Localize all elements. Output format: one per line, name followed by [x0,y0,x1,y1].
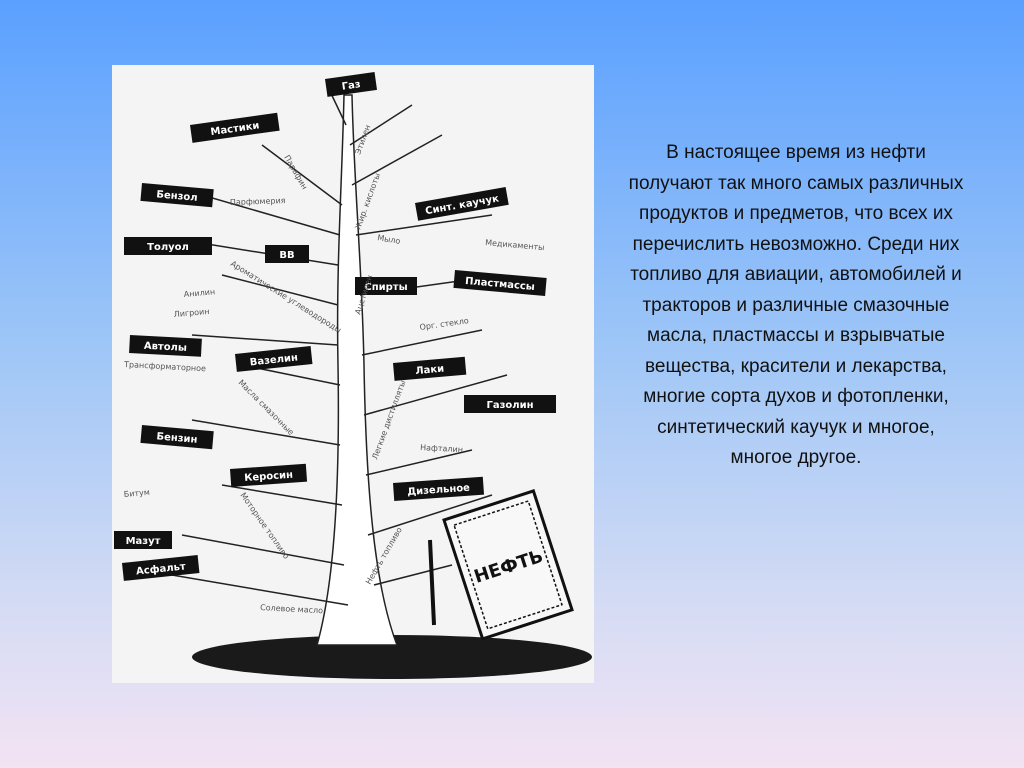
dark-label-8: Автолы [129,335,202,357]
svg-text:Толуол: Толуол [147,242,189,253]
dark-label-0: Газ [325,72,378,97]
tree-branches [171,84,508,606]
light-label-4: Мыло [377,233,402,246]
light-label-11: Трансформаторное [123,360,206,373]
svg-text:Спирты: Спирты [364,282,407,293]
dark-label-16: Асфальт [122,555,200,581]
svg-text:Вазелин: Вазелин [249,352,298,368]
dark-label-5: Синт. каучук [415,187,509,221]
light-label-13: Легкие дистилляты [370,379,407,461]
tree-drawing: Газ Мастики Бензол Толуол ВВ Синт. каучу… [114,72,592,679]
light-label-8: Ароматические углеводороды [229,259,343,335]
light-label-15: Битум [123,488,150,499]
svg-text:Керосин: Керосин [244,470,294,484]
dark-label-4: ВВ [265,245,309,263]
light-label-10: Орг. стекло [419,316,469,332]
ground-shadow [192,635,592,679]
light-label-1: Этилен [353,124,372,156]
dark-label-13: Керосин [230,463,308,487]
body-text: В настоящее время из нефти получают так … [628,142,964,468]
svg-text:Бензол: Бензол [156,189,198,204]
light-label-6: Анилин [183,287,215,299]
tree-trunk [316,94,399,646]
dark-label-11: Газолин [464,395,556,413]
light-label-7: Лигроин [173,307,209,319]
dark-label-2: Бензол [140,183,214,208]
dark-label-15: Мазут [114,531,172,549]
dark-label-7: Пластмассы [453,270,547,296]
dark-label-10: Лаки [393,356,467,381]
oil-barrel: НЕФТЬ [442,489,574,641]
svg-text:Лаки: Лаки [415,364,445,377]
svg-text:Дизельное: Дизельное [407,483,471,498]
dark-label-3: Толуол [124,237,212,255]
dark-label-9: Вазелин [235,346,313,372]
light-label-12: Масла смазочные [237,378,296,437]
light-label-18: Солевое масло [260,603,323,615]
svg-text:Асфальт: Асфальт [135,560,186,577]
dark-label-6: Спирты [355,277,417,295]
dark-label-1: Мастики [190,112,280,143]
dark-label-12: Бензин [140,425,214,450]
light-label-2: Парфюмерия [230,196,286,207]
svg-text:Бензин: Бензин [156,431,198,446]
oil-pipe [428,539,436,626]
dark-label-14: Дизельное [393,476,485,501]
petroleum-products-tree-illustration: Газ Мастики Бензол Толуол ВВ Синт. каучу… [112,65,594,683]
svg-text:Газ: Газ [341,79,361,93]
light-label-5: Медикаменты [485,238,545,252]
light-label-3: Жир. кислоты [353,172,382,231]
light-label-0: Парафин [282,154,309,192]
svg-text:Автолы: Автолы [144,341,188,354]
svg-text:Мазут: Мазут [126,536,161,547]
svg-text:Газолин: Газолин [486,400,533,411]
svg-text:ВВ: ВВ [279,250,294,261]
light-label-14: Нафталин [420,443,463,454]
